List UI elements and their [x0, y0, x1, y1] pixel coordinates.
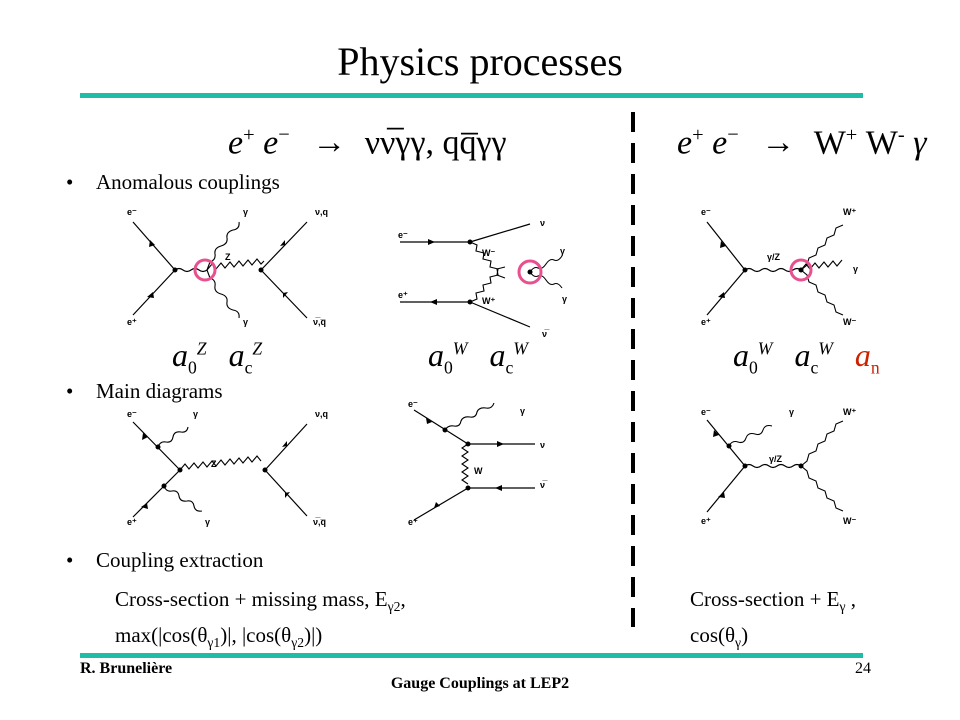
- footer-author: R. Brunelière: [80, 660, 173, 677]
- extraction-left: Cross-section + missing mass, Eγ2, max(|…: [115, 587, 406, 651]
- feynman-diagram-main-w: e⁻ e⁺ γ ν ν̅ W: [408, 399, 548, 527]
- page-number: 24: [855, 660, 871, 677]
- feynman-diagram-anomalous-w: e⁻ e⁺ ν γ γ ν̅ W⁻ W⁺: [398, 218, 567, 339]
- svg-text:ν̅: ν̅: [540, 480, 548, 490]
- svg-text:γ: γ: [243, 207, 248, 217]
- svg-text:W⁺: W⁺: [843, 207, 856, 217]
- svg-text:e⁻: e⁻: [701, 407, 711, 417]
- svg-text:e⁻: e⁻: [701, 207, 711, 217]
- anomalous-vertex-marker: [193, 258, 217, 282]
- feynman-diagram-main-ww: e⁻ e⁺ γ W⁺ W⁻ γ/Z: [701, 407, 856, 526]
- svg-text:e⁻: e⁻: [398, 230, 408, 240]
- feynman-diagram-anomalous-z: e⁻ e⁺ γ γ ν,q ν̅,q̅ Z: [127, 207, 328, 327]
- column-divider: [631, 112, 635, 627]
- bullet-anomalous-couplings: •Anomalous couplings: [66, 170, 280, 194]
- svg-text:γ: γ: [853, 264, 858, 274]
- feynman-diagram-anomalous-ww: e⁻ e⁺ W⁺ γ W⁻ γ/Z: [701, 207, 858, 327]
- svg-text:γ: γ: [560, 246, 565, 256]
- svg-text:e⁺: e⁺: [127, 317, 137, 327]
- svg-text:γ: γ: [193, 409, 198, 419]
- svg-text:e⁻: e⁻: [127, 207, 137, 217]
- svg-text:γ/Z: γ/Z: [767, 252, 781, 262]
- svg-text:e⁺: e⁺: [127, 517, 137, 527]
- left-process-equation: e+ e− → νν̅γγ, qq̅γγ: [228, 124, 507, 162]
- footer-talk-title: Gauge Couplings at LEP2: [390, 675, 570, 692]
- svg-text:ν̅,q̅: ν̅,q̅: [313, 517, 326, 527]
- couplings-w: a0W acW: [428, 337, 528, 378]
- bullet-main-diagrams: •Main diagrams: [66, 379, 223, 403]
- svg-text:γ/Z: γ/Z: [769, 454, 783, 464]
- svg-text:γ: γ: [562, 294, 567, 304]
- arrow-icon: →: [312, 124, 347, 162]
- svg-text:ν,q: ν,q: [315, 409, 328, 419]
- svg-text:e⁺: e⁺: [701, 516, 711, 526]
- slide-title: Physics processes: [337, 39, 623, 84]
- svg-text:γ: γ: [243, 317, 248, 327]
- svg-text:W⁺: W⁺: [482, 296, 495, 306]
- feynman-diagram-main-z: e⁻ e⁺ γ γ ν,q ν̅,q̅ Z: [127, 409, 328, 527]
- anomalous-vertex-marker: [789, 258, 813, 282]
- svg-text:e⁺: e⁺: [408, 517, 418, 527]
- svg-text:ν,q: ν,q: [315, 207, 328, 217]
- svg-text:γ: γ: [789, 407, 794, 417]
- svg-text:e⁺: e⁺: [701, 317, 711, 327]
- svg-text:γ: γ: [205, 517, 210, 527]
- couplings-ww: a0W acW an: [733, 337, 880, 378]
- svg-text:W⁻: W⁻: [843, 516, 856, 526]
- footer-divider: [80, 653, 863, 658]
- svg-text:W: W: [474, 466, 483, 476]
- svg-text:ν̅,q̅: ν̅,q̅: [313, 317, 326, 327]
- svg-text:ν: ν: [540, 440, 545, 450]
- svg-text:γ: γ: [520, 406, 525, 416]
- title-divider: [80, 93, 863, 98]
- bullet-coupling-extraction: •Coupling extraction: [66, 548, 264, 572]
- svg-text:W⁻: W⁻: [843, 317, 856, 327]
- right-process-equation: e+ e− → W+ W- γ: [677, 124, 927, 162]
- svg-text:ν: ν: [540, 218, 545, 228]
- arrow-icon: →: [761, 124, 796, 162]
- couplings-z: a0Z acZ: [172, 337, 263, 378]
- svg-text:e⁻: e⁻: [127, 409, 137, 419]
- extraction-right: Cross-section + Eγ , cos(θγ): [690, 587, 857, 651]
- svg-text:e⁻: e⁻: [408, 399, 418, 409]
- svg-text:W⁻: W⁻: [482, 248, 495, 258]
- svg-text:Z: Z: [225, 252, 231, 262]
- anomalous-vertex-marker: [517, 259, 543, 285]
- svg-text:e⁺: e⁺: [398, 290, 408, 300]
- svg-text:W⁺: W⁺: [843, 407, 856, 417]
- svg-text:ν̅: ν̅: [542, 329, 550, 339]
